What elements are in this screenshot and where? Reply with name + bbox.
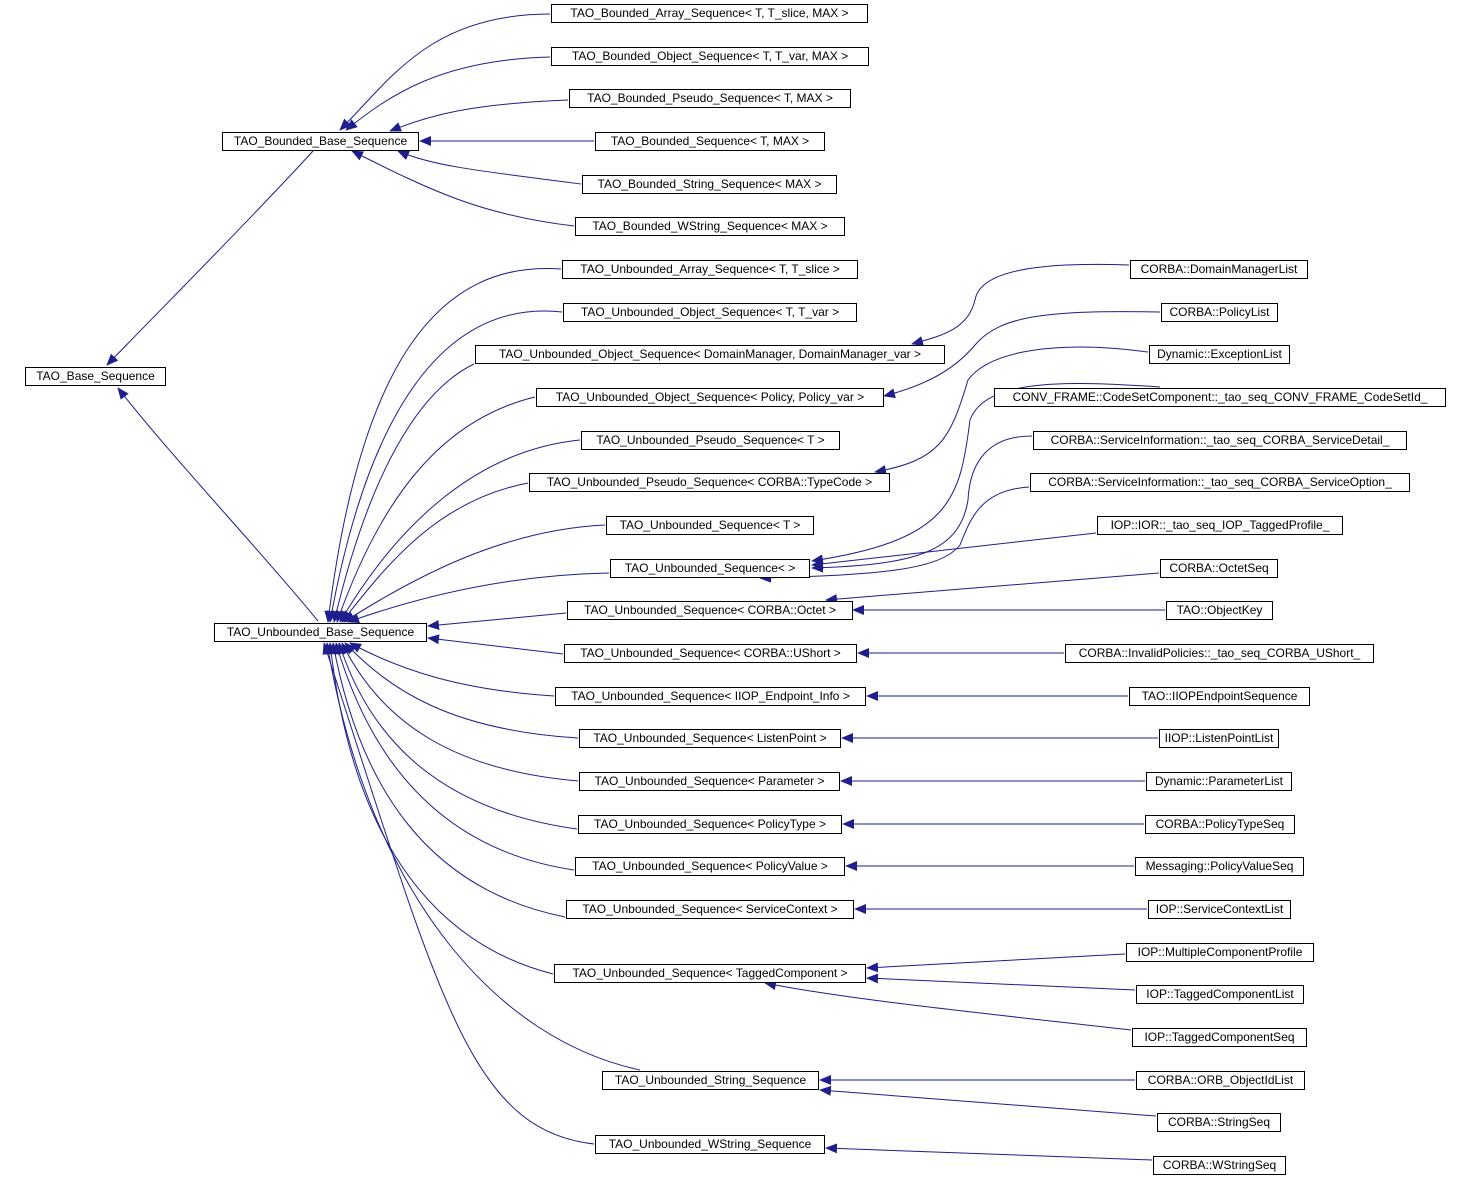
node-corba-domainmanagerlist[interactable]: CORBA::DomainManagerList: [1130, 260, 1308, 279]
node-tao-unbounded-string-sequence[interactable]: TAO_Unbounded_String_Sequence: [602, 1071, 819, 1090]
node-tao-unbounded-object-sequence-domainmanager[interactable]: TAO_Unbounded_Object_Sequence< DomainMan…: [475, 345, 945, 364]
node-tao-unbounded-object-sequence[interactable]: TAO_Unbounded_Object_Sequence< T, T_var …: [563, 303, 857, 322]
edge-iop-mcp: [866, 953, 1126, 973]
edge-u-seq-octet: [427, 612, 567, 630]
node-corba-policylist[interactable]: CORBA::PolicyList: [1161, 303, 1278, 322]
node-iop-taggedcomponentlist[interactable]: IOP::TaggedComponentList: [1136, 985, 1304, 1004]
edge-iop-tcs: [764, 980, 1132, 1031]
edge-u-pseudo: [339, 439, 581, 623]
node-tao-unbounded-sequence-octet[interactable]: TAO_Unbounded_Sequence< CORBA::Octet >: [567, 601, 853, 620]
edge-bounded-base-to-base: [106, 150, 314, 366]
edge-u-array: [324, 267, 562, 623]
node-dynamic-exceptionlist[interactable]: Dynamic::ExceptionList: [1149, 345, 1290, 364]
node-tao-objectkey[interactable]: TAO::ObjectKey: [1166, 601, 1273, 620]
node-corba-policytypeseq[interactable]: CORBA::PolicyTypeSeq: [1145, 815, 1295, 834]
edge-u-wstr: [322, 642, 595, 1145]
edge-c-pl: [883, 311, 1161, 399]
edge-b-wstring: [351, 150, 575, 227]
edge-u-object: [327, 310, 563, 623]
node-tao-bounded-base-sequence[interactable]: TAO_Bounded_Base_Sequence: [222, 132, 419, 151]
edge-c-dml: [911, 263, 1130, 346]
edge-u-seq-param: [341, 642, 579, 782]
node-tao-unbounded-sequence-policyvalue[interactable]: TAO_Unbounded_Sequence< PolicyValue >: [575, 857, 845, 876]
node-tao-unbounded-sequence-parameter[interactable]: TAO_Unbounded_Sequence< Parameter >: [579, 772, 840, 791]
node-tao-unbounded-pseudo-sequence[interactable]: TAO_Unbounded_Pseudo_Sequence< T >: [581, 431, 840, 450]
node-tao-unbounded-sequence-listenpoint[interactable]: TAO_Unbounded_Sequence< ListenPoint >: [579, 729, 841, 748]
node-tao-unbounded-object-sequence-policy[interactable]: TAO_Unbounded_Object_Sequence< Policy, P…: [536, 388, 884, 407]
node-iop-servicecontextlist[interactable]: IOP::ServiceContextList: [1148, 900, 1291, 919]
edge-u-seq-empty: [347, 572, 610, 624]
edge-u-str: [323, 642, 641, 1071]
edge-iop-tcl: [866, 973, 1136, 991]
node-iop-ior-taggedprofile[interactable]: IOP::IOR::_tao_seq_IOP_TaggedProfile_: [1097, 516, 1343, 535]
edge-u-seq-sctx: [330, 642, 566, 918]
node-tao-bounded-wstring-sequence[interactable]: TAO_Bounded_WString_Sequence< MAX >: [575, 217, 845, 236]
edge-u-object-dm: [331, 363, 475, 623]
node-tao-bounded-pseudo-sequence[interactable]: TAO_Bounded_Pseudo_Sequence< T, MAX >: [569, 89, 851, 108]
node-corba-wstringseq[interactable]: CORBA::WStringSeq: [1153, 1156, 1286, 1175]
node-iop-taggedcomponentseq[interactable]: IOP::TaggedComponentSeq: [1132, 1028, 1307, 1047]
edge-u-seq-pval: [334, 642, 575, 871]
node-tao-bounded-sequence[interactable]: TAO_Bounded_Sequence< T, MAX >: [595, 132, 825, 151]
node-tao-unbounded-sequence-taggedcomponent[interactable]: TAO_Unbounded_Sequence< TaggedComponent …: [554, 964, 866, 983]
node-dynamic-parameterlist[interactable]: Dynamic::ParameterList: [1146, 772, 1292, 791]
node-corba-serviceinformation-servicedetail[interactable]: CORBA::ServiceInformation::_tao_seq_CORB…: [1033, 431, 1407, 450]
node-tao-unbounded-sequence-ushort[interactable]: TAO_Unbounded_Sequence< CORBA::UShort >: [564, 644, 857, 663]
node-iiop-listenpointlist[interactable]: IIOP::ListenPointList: [1159, 729, 1279, 748]
edge-c-si-sd: [811, 435, 1033, 573]
node-corba-serviceinformation-serviceoption[interactable]: CORBA::ServiceInformation::_tao_seq_CORB…: [1030, 473, 1410, 492]
node-tao-unbounded-sequence-policytype[interactable]: TAO_Unbounded_Sequence< PolicyType >: [578, 815, 842, 834]
node-tao-bounded-object-sequence[interactable]: TAO_Bounded_Object_Sequence< T, T_var, M…: [551, 47, 869, 66]
edge-u-seq-t: [343, 524, 606, 623]
edge-d-el: [874, 346, 1149, 475]
node-conv-frame-codesetcomponent-seq[interactable]: CONV_FRAME::CodeSetComponent::_tao_seq_C…: [994, 388, 1446, 407]
edge-c-si-so: [759, 486, 1030, 583]
node-corba-invalidpolicies-ushort[interactable]: CORBA::InvalidPolicies::_tao_seq_CORBA_U…: [1065, 644, 1374, 663]
node-tao-bounded-array-sequence[interactable]: TAO_Bounded_Array_Sequence< T, T_slice, …: [551, 4, 868, 23]
node-iop-multiplecomponentprofile[interactable]: IOP::MultipleComponentProfile: [1126, 943, 1314, 962]
node-messaging-policyvalueseq[interactable]: Messaging::PolicyValueSeq: [1135, 857, 1304, 876]
node-tao-iiopendpointsequence[interactable]: TAO::IIOPEndpointSequence: [1129, 687, 1310, 706]
node-tao-unbounded-array-sequence[interactable]: TAO_Unbounded_Array_Sequence< T, T_slice…: [562, 260, 858, 279]
node-tao-unbounded-base-sequence[interactable]: TAO_Unbounded_Base_Sequence: [214, 623, 427, 642]
node-tao-unbounded-sequence-iiop-endpoint-info[interactable]: TAO_Unbounded_Sequence< IIOP_Endpoint_In…: [555, 687, 866, 706]
edge-c-os: [825, 572, 1160, 605]
edge-u-pseudo-tc: [341, 482, 529, 623]
node-tao-unbounded-pseudo-sequence-typecode[interactable]: TAO_Unbounded_Pseudo_Sequence< CORBA::Ty…: [529, 473, 890, 492]
edge-b-object: [345, 56, 551, 131]
edge-iop-ior: [811, 532, 1097, 569]
node-corba-octetseq[interactable]: CORBA::OctetSeq: [1160, 559, 1278, 578]
edge-u-seq-ptype: [337, 642, 578, 830]
edge-u-object-pol: [335, 396, 536, 623]
edge-b-string: [397, 150, 582, 185]
node-tao-unbounded-sequence-empty[interactable]: TAO_Unbounded_Sequence< >: [610, 559, 810, 578]
node-tao-bounded-string-sequence[interactable]: TAO_Bounded_String_Sequence< MAX >: [582, 175, 837, 194]
edge-b-array: [339, 13, 551, 131]
node-corba-stringseq[interactable]: CORBA::StringSeq: [1157, 1113, 1281, 1132]
node-tao-unbounded-sequence-t[interactable]: TAO_Unbounded_Sequence< T >: [606, 516, 814, 535]
edge-unbounded-base-to-base: [117, 387, 319, 622]
edge-cf-cs: [811, 383, 1161, 565]
edge-u-seq-listen: [344, 642, 579, 739]
edge-c-ss: [819, 1085, 1157, 1117]
node-tao-unbounded-wstring-sequence[interactable]: TAO_Unbounded_WString_Sequence: [595, 1135, 825, 1154]
node-tao-unbounded-sequence-servicecontext[interactable]: TAO_Unbounded_Sequence< ServiceContext >: [566, 900, 854, 919]
node-tao-base-sequence[interactable]: TAO_Base_Sequence: [25, 367, 166, 386]
edge-u-seq-iiop: [349, 642, 555, 697]
node-corba-orb-objectidlist[interactable]: CORBA::ORB_ObjectIdList: [1136, 1071, 1305, 1090]
edge-c-wss: [825, 1143, 1153, 1161]
edge-b-pseudo: [389, 99, 569, 132]
edge-u-seq-ushort: [427, 634, 564, 655]
